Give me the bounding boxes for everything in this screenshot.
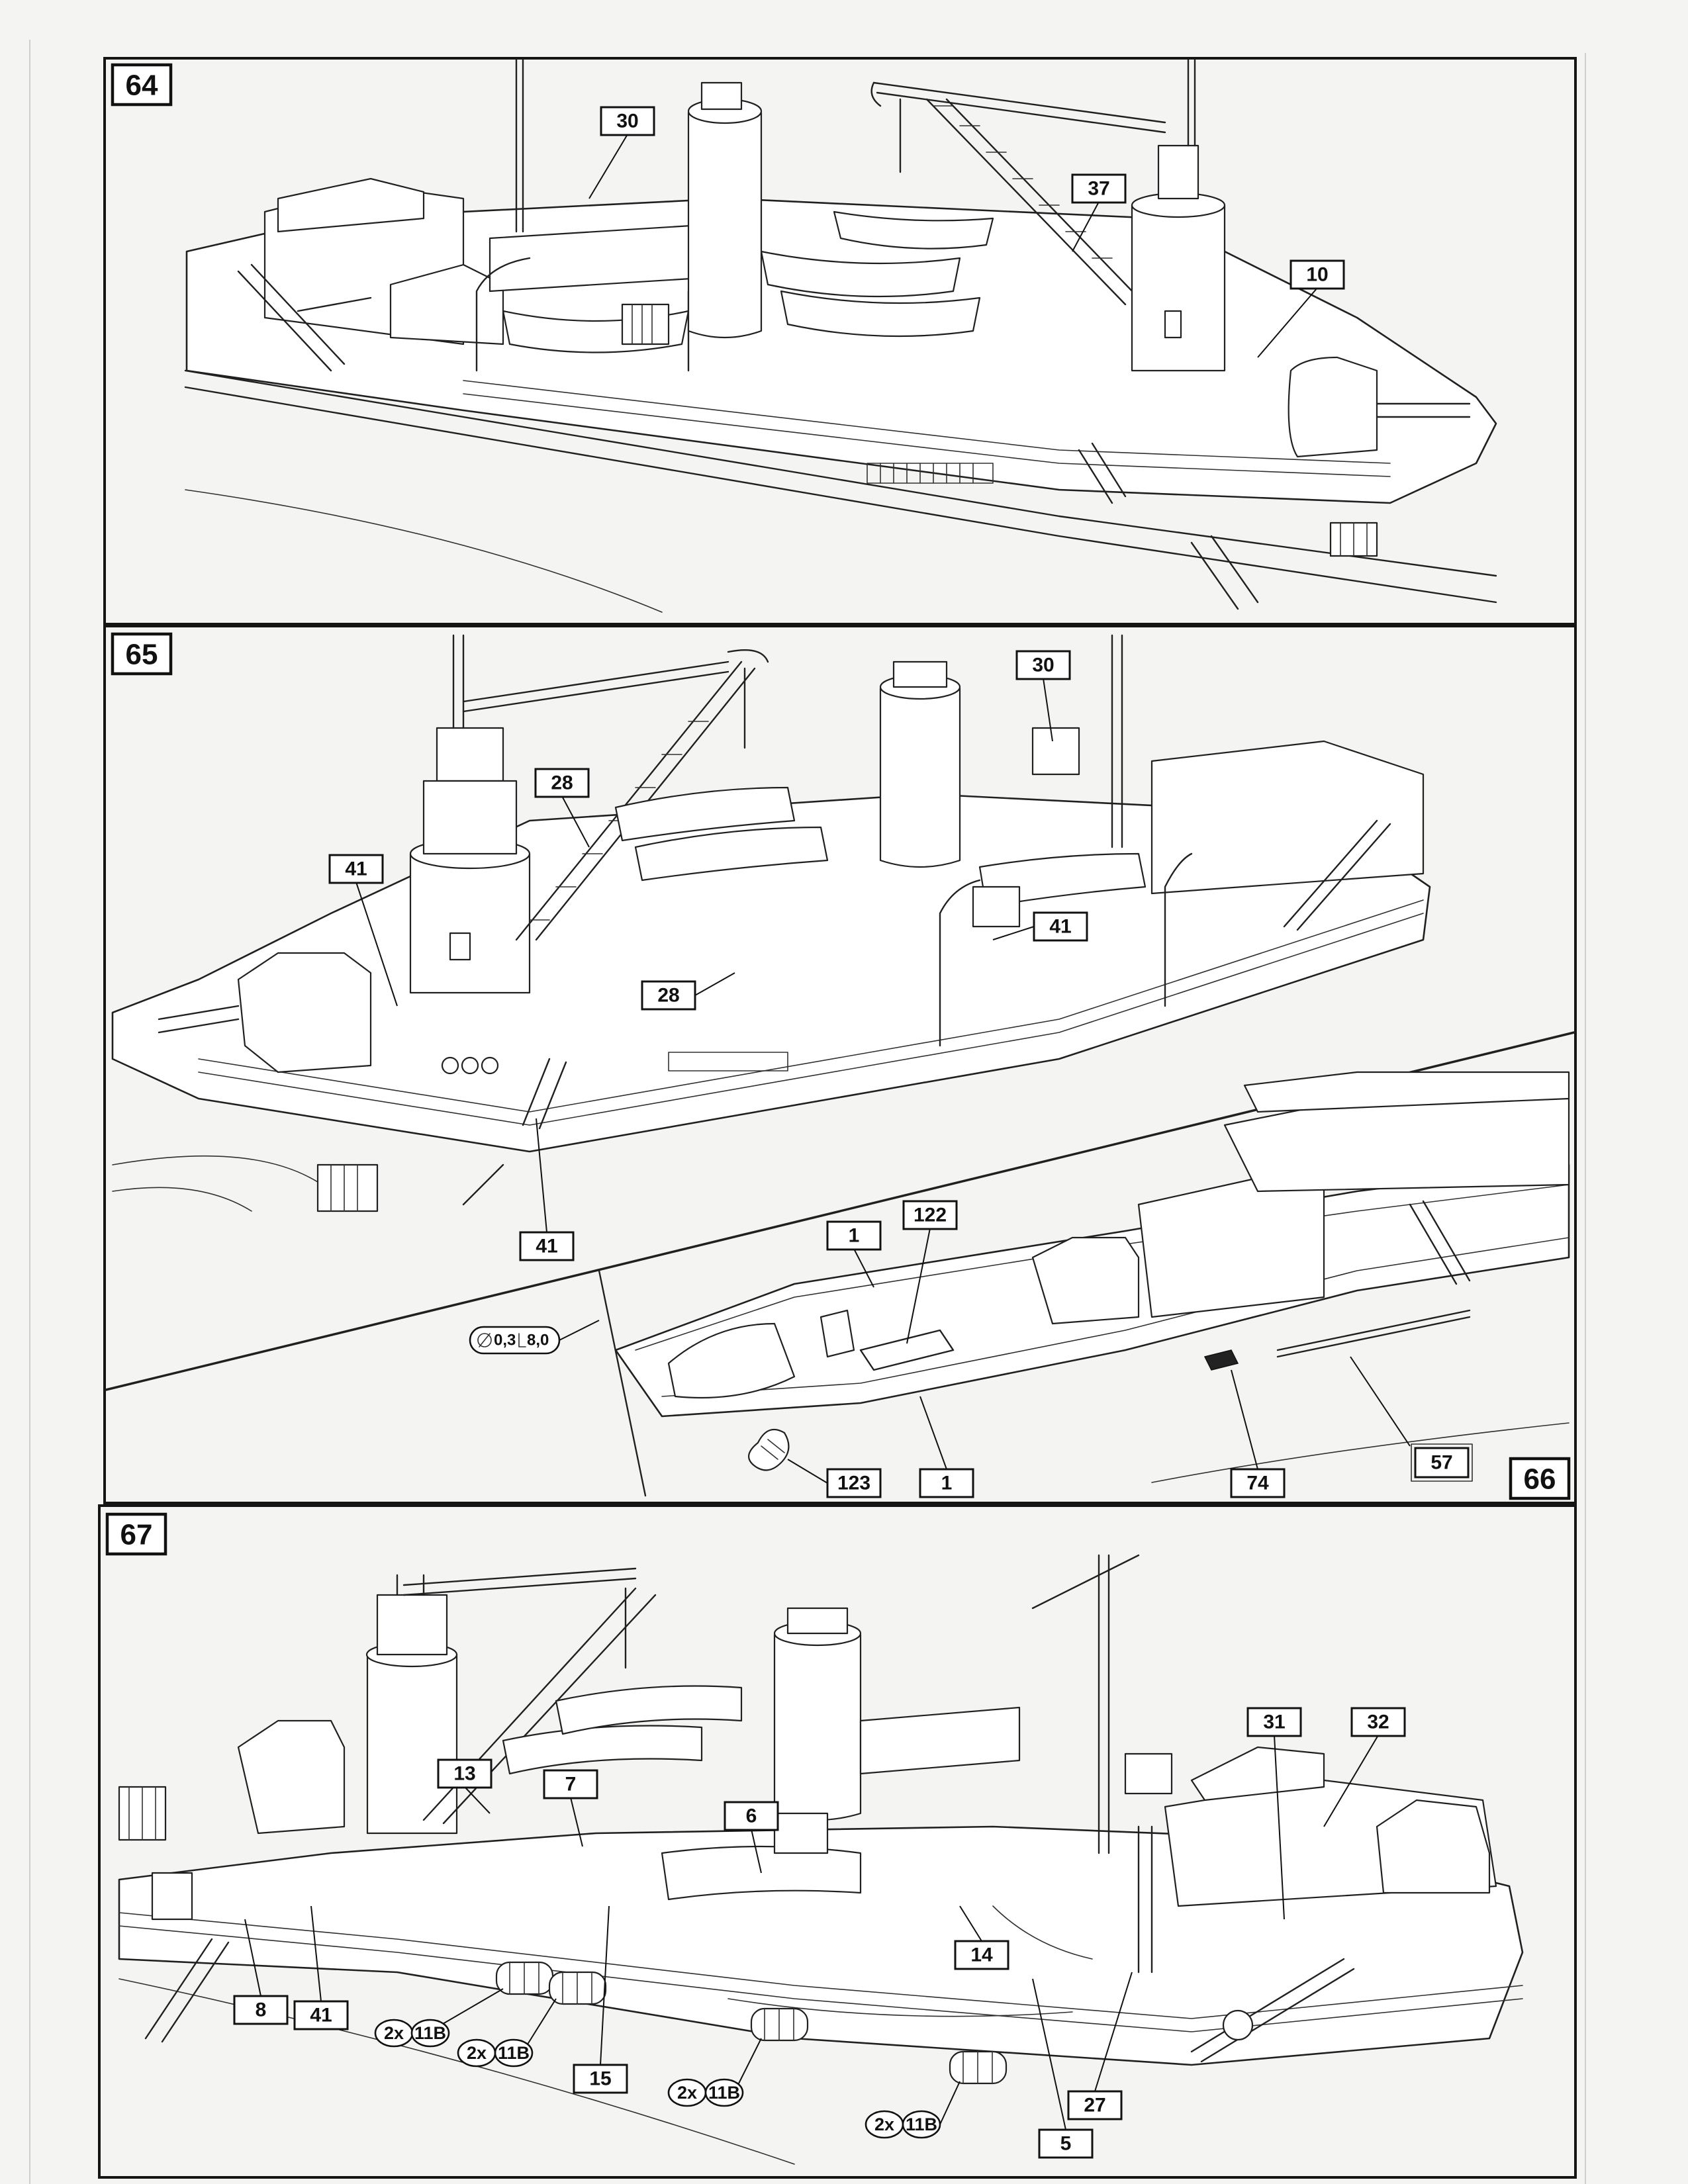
- callout-67-6: 6: [724, 1801, 779, 1874]
- callout-64-37: 37: [1071, 173, 1127, 252]
- svg-text:5: 5: [1060, 2133, 1072, 2155]
- svg-text:1: 1: [941, 1473, 953, 1494]
- raft-part-11b-b: [548, 1971, 607, 2005]
- wire-length: 8,0: [527, 1332, 549, 1349]
- svg-text:2x: 2x: [467, 2043, 487, 2063]
- callout-66-57: 57: [1350, 1356, 1473, 1482]
- step-64-box: [111, 63, 173, 107]
- callout-67-15: 15: [573, 1905, 628, 2094]
- callout-64-30: 30: [588, 106, 655, 199]
- callout-64-10: 10: [1257, 259, 1345, 358]
- step-65-number: 65: [126, 639, 158, 671]
- svg-text:2x: 2x: [384, 2023, 404, 2043]
- svg-text:37: 37: [1088, 178, 1109, 200]
- svg-text:11B: 11B: [708, 2083, 740, 2103]
- svg-text:31: 31: [1263, 1711, 1285, 1733]
- svg-text:13: 13: [453, 1763, 475, 1785]
- panel-65-66-frame: [103, 625, 1577, 1504]
- panel-67-frame: [98, 1504, 1577, 2179]
- raft-part-11b-a: [495, 1961, 554, 1995]
- ship-drawing-67: [118, 1554, 1524, 2165]
- callout-67-41: 41: [293, 1905, 349, 2030]
- qty-label-11b-3: 2x 11B: [667, 2038, 762, 2107]
- callout-67-8: 8: [233, 1919, 289, 2025]
- svg-text:2x: 2x: [677, 2083, 697, 2103]
- wire-diameter: 0,3: [494, 1332, 516, 1349]
- step-66-box: [1509, 1457, 1571, 1500]
- callout-67-32: 32: [1323, 1707, 1406, 1827]
- raft-part-11b-d: [949, 2050, 1008, 2085]
- callout-67-5: 5: [1032, 1978, 1094, 2159]
- callout-67-13: 13: [437, 1758, 492, 1814]
- step-67-number: 67: [120, 1519, 153, 1551]
- svg-text:41: 41: [536, 1236, 557, 1257]
- svg-text:30: 30: [616, 111, 638, 132]
- qty-label-11b-1: 2x 11B: [374, 1988, 504, 2048]
- raft-part-11b-c: [750, 2007, 809, 2042]
- step-65-box: [111, 632, 173, 676]
- svg-text:30: 30: [1032, 655, 1054, 676]
- svg-text:11B: 11B: [498, 2043, 530, 2063]
- svg-text:10: 10: [1306, 264, 1328, 286]
- svg-text:41: 41: [1049, 916, 1071, 938]
- svg-text:14: 14: [970, 1944, 993, 1966]
- svg-text:8: 8: [256, 1999, 267, 2021]
- svg-text:1: 1: [849, 1225, 860, 1247]
- svg-text:11B: 11B: [906, 2115, 937, 2134]
- qty-label-11b-2: 2x 11B: [457, 1998, 557, 2068]
- ship-drawing-64: [184, 58, 1497, 613]
- panel-65-66: 65 66: [103, 625, 1577, 1504]
- svg-text:41: 41: [310, 2005, 332, 2026]
- svg-text:27: 27: [1084, 2095, 1105, 2116]
- callout-65-41-mid: 41: [992, 911, 1088, 942]
- callout-65-28-upper: 28: [534, 768, 590, 848]
- step-66-number: 66: [1524, 1463, 1556, 1496]
- callout-66-1-top: 1: [826, 1220, 882, 1288]
- panel-64-frame: [103, 57, 1577, 625]
- callout-65-28-lower: 28: [641, 972, 735, 1011]
- svg-text:41: 41: [345, 858, 367, 880]
- svg-text:57: 57: [1430, 1452, 1452, 1474]
- svg-text:32: 32: [1367, 1711, 1389, 1733]
- svg-text:122: 122: [914, 1205, 947, 1226]
- svg-text:123: 123: [837, 1473, 870, 1494]
- svg-text:15: 15: [589, 2068, 611, 2090]
- callout-67-7: 7: [543, 1769, 598, 1847]
- callout-67-27: 27: [1067, 1972, 1133, 2120]
- step-64-number: 64: [126, 69, 158, 102]
- svg-text:28: 28: [657, 985, 679, 1007]
- callout-67-14: 14: [954, 1905, 1009, 1970]
- callout-66-74: 74: [1230, 1369, 1286, 1498]
- svg-text:74: 74: [1246, 1473, 1269, 1494]
- step-67-box: [105, 1512, 167, 1556]
- callout-67-31: 31: [1246, 1707, 1302, 1920]
- svg-text:11B: 11B: [414, 2023, 446, 2043]
- panel-64: 64: [103, 57, 1577, 625]
- wire-spec-label: 0,3 8,0: [469, 1320, 600, 1355]
- ship-drawing-66: [598, 1071, 1570, 1497]
- callout-66-123: 123: [787, 1459, 882, 1498]
- svg-text:6: 6: [746, 1805, 757, 1827]
- callout-65-30: 30: [1015, 650, 1071, 742]
- qty-label-11b-4: 2x 11B: [865, 2081, 961, 2139]
- svg-text:7: 7: [565, 1774, 577, 1796]
- callout-66-1-bottom: 1: [919, 1396, 974, 1498]
- callout-66-122: 122: [902, 1200, 958, 1344]
- svg-text:2x: 2x: [874, 2115, 894, 2134]
- panel-67: 67: [98, 1504, 1577, 2179]
- ship-drawing-65: [111, 634, 1431, 1212]
- svg-text:28: 28: [551, 772, 573, 794]
- callout-65-41-bottom: 41: [519, 1118, 575, 1261]
- callout-65-41-left: 41: [328, 854, 398, 1007]
